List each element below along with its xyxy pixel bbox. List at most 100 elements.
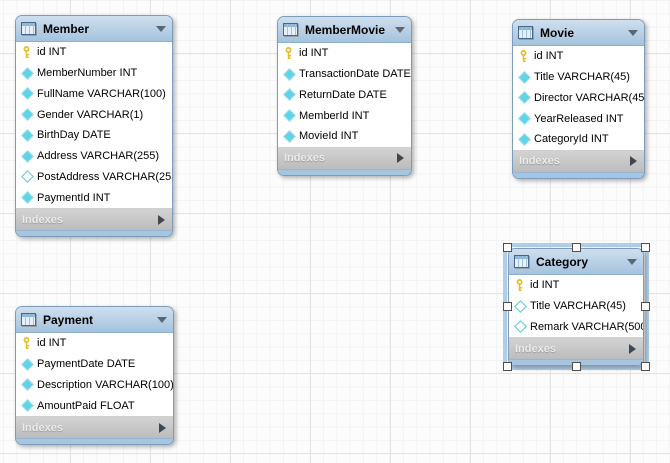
selection-handle-nw[interactable] xyxy=(502,242,512,252)
column-label: ReturnDate DATE xyxy=(299,88,387,101)
key-icon xyxy=(514,278,526,292)
table-member[interactable]: Member id INT MemberNumber INT FullName VAR… xyxy=(15,15,173,237)
column-label: id INT xyxy=(37,46,67,59)
diamond-filled-icon xyxy=(282,67,296,81)
indexes-label: Indexes xyxy=(284,152,325,165)
collapse-icon[interactable] xyxy=(627,258,637,265)
indexes-footer[interactable]: Indexes xyxy=(513,149,644,172)
column-row[interactable]: CategoryId INT xyxy=(513,129,644,150)
column-row[interactable]: id INT xyxy=(16,42,172,63)
collapse-icon[interactable] xyxy=(156,25,166,32)
table-header[interactable]: Member xyxy=(16,16,172,42)
table-header[interactable]: Movie xyxy=(513,20,644,46)
diamond-filled-icon xyxy=(517,112,531,125)
table-bottom-strip xyxy=(513,171,644,178)
column-row[interactable]: ReturnDate DATE xyxy=(278,85,411,106)
diamond-filled-icon xyxy=(20,129,34,142)
selection-handle-w[interactable] xyxy=(502,302,512,312)
table-payment[interactable]: Payment id INT PaymentDate DATE Description… xyxy=(15,306,174,445)
column-row[interactable]: Director VARCHAR(45) xyxy=(513,88,644,109)
diamond-filled-icon xyxy=(20,66,34,80)
expand-icon[interactable] xyxy=(629,343,636,354)
table-header[interactable]: MemberMovie xyxy=(278,17,411,43)
table-title: Category xyxy=(536,254,589,269)
column-row[interactable]: MemberId INT xyxy=(278,105,411,126)
table-membermovie[interactable]: MemberMovie id INT TransactionDate DATE Ret… xyxy=(277,16,412,176)
indexes-footer[interactable]: Indexes xyxy=(16,208,172,230)
expand-icon[interactable] xyxy=(158,214,165,225)
collapse-icon[interactable] xyxy=(395,26,405,33)
column-row[interactable]: MemberNumber INT xyxy=(16,63,172,84)
diamond-filled-icon xyxy=(517,112,531,125)
column-row[interactable]: Address VARCHAR(255) xyxy=(16,146,172,167)
column-row[interactable]: Title VARCHAR(45) xyxy=(509,296,643,317)
diamond-filled-icon xyxy=(20,378,34,392)
diamond-filled-icon xyxy=(20,149,34,163)
key-icon xyxy=(283,46,295,60)
key-icon xyxy=(21,336,33,350)
diamond-filled-icon xyxy=(20,399,34,412)
selection-handle-e[interactable] xyxy=(640,302,650,312)
column-row[interactable]: Title VARCHAR(45) xyxy=(513,67,644,88)
column-row[interactable]: id INT xyxy=(278,43,411,64)
column-row[interactable]: TransactionDate DATE xyxy=(278,64,411,85)
table-header[interactable]: Payment xyxy=(16,307,173,333)
diamond-filled-icon xyxy=(20,191,34,204)
column-row[interactable]: BirthDay DATE xyxy=(16,125,172,146)
indexes-label: Indexes xyxy=(22,213,63,226)
diamond-filled-icon xyxy=(20,191,34,204)
column-row[interactable]: id INT xyxy=(509,275,643,296)
column-label: id INT xyxy=(37,337,67,350)
table-title: MemberMovie xyxy=(305,22,386,37)
column-label: Description VARCHAR(100) xyxy=(37,378,174,391)
table-category[interactable]: Category id INT Title VARCHAR(45) Remark VA… xyxy=(508,248,644,367)
column-row[interactable]: Remark VARCHAR(500) xyxy=(509,317,643,338)
selection-handle-ne[interactable] xyxy=(640,242,650,252)
expand-icon[interactable] xyxy=(630,156,637,167)
column-row[interactable]: PostAddress VARCHAR(255) xyxy=(16,167,172,188)
diamond-filled-icon xyxy=(20,357,34,371)
column-label: TransactionDate DATE xyxy=(299,68,411,81)
selection-handle-se[interactable] xyxy=(640,361,650,371)
collapse-icon[interactable] xyxy=(157,316,167,323)
indexes-label: Indexes xyxy=(22,421,63,434)
table-icon xyxy=(283,23,298,36)
indexes-footer[interactable]: Indexes xyxy=(509,337,643,360)
selection-handle-s[interactable] xyxy=(571,361,581,371)
column-label: PaymentDate DATE xyxy=(37,358,136,371)
column-row[interactable]: Gender VARCHAR(1) xyxy=(16,104,172,125)
column-row[interactable]: PaymentId INT xyxy=(16,187,172,208)
diamond-open-icon xyxy=(513,320,527,334)
expand-icon[interactable] xyxy=(159,422,166,433)
diamond-filled-icon xyxy=(20,87,34,101)
diamond-filled-icon xyxy=(20,399,34,412)
collapse-icon[interactable] xyxy=(628,29,638,36)
column-row[interactable]: FullName VARCHAR(100) xyxy=(16,84,172,105)
table-header[interactable]: Category xyxy=(509,249,643,275)
column-row[interactable]: PaymentDate DATE xyxy=(16,354,173,375)
indexes-label: Indexes xyxy=(519,155,560,168)
column-row[interactable]: AmountPaid FLOAT xyxy=(16,395,173,416)
column-row[interactable]: id INT xyxy=(513,46,644,67)
column-row[interactable]: MovieId INT xyxy=(278,126,411,147)
expand-icon[interactable] xyxy=(397,153,404,164)
column-row[interactable]: Description VARCHAR(100) xyxy=(16,375,173,396)
diamond-filled-icon xyxy=(282,109,296,122)
column-label: Title VARCHAR(45) xyxy=(530,300,626,313)
column-label: id INT xyxy=(299,47,329,60)
table-icon xyxy=(518,26,533,39)
diamond-open-icon xyxy=(513,299,527,313)
selection-handle-n[interactable] xyxy=(571,242,581,252)
column-label: MemberNumber INT xyxy=(37,67,138,80)
selection-handle-sw[interactable] xyxy=(502,361,512,371)
column-row[interactable]: YearReleased INT xyxy=(513,108,644,129)
indexes-footer[interactable]: Indexes xyxy=(278,146,411,169)
diamond-filled-icon xyxy=(20,108,34,121)
diamond-open-icon xyxy=(513,320,527,334)
column-row[interactable]: id INT xyxy=(16,333,173,354)
table-columns: id INT PaymentDate DATE Description VARCHA… xyxy=(16,333,173,416)
indexes-footer[interactable]: Indexes xyxy=(16,416,173,438)
table-columns: id INT MemberNumber INT FullName VARCHAR(1… xyxy=(16,42,172,208)
